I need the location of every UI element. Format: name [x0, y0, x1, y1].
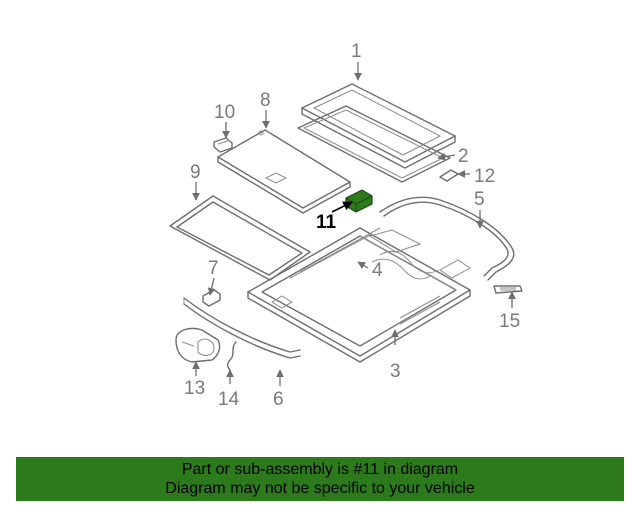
callout-13: 13 [184, 378, 205, 399]
parts-diagram: 1 2 3 4 5 6 7 8 9 10 11 12 13 14 15 [169, 41, 523, 410]
part-7-bracket [202, 289, 221, 307]
callout-5: 5 [474, 189, 485, 210]
callout-9: 9 [190, 162, 201, 183]
callout-7: 7 [208, 258, 219, 279]
part-12-pad [439, 169, 459, 182]
part-15-end-piece [493, 285, 523, 294]
part-11-highlighted-module [345, 189, 373, 213]
callout-11: 11 [316, 212, 337, 233]
callout-15: 15 [499, 311, 520, 332]
part-9-weatherstrip [169, 195, 311, 281]
callout-14: 14 [218, 389, 240, 410]
callout-8: 8 [260, 90, 271, 111]
part-14-cable [227, 341, 237, 371]
callout-10: 10 [214, 102, 235, 123]
callout-6: 6 [273, 389, 284, 410]
part-13-motor [175, 327, 221, 363]
part-info-banner: Part or sub-assembly is #11 in diagram D… [16, 457, 624, 501]
callout-3: 3 [390, 361, 401, 382]
part-6-drain-trough [183, 297, 301, 359]
part-8-sunshade [217, 129, 351, 214]
callout-4: 4 [372, 260, 383, 281]
callout-1: 1 [351, 41, 362, 62]
callout-12: 12 [474, 166, 495, 187]
callout-2: 2 [458, 146, 469, 167]
banner-line-part-number: Part or sub-assembly is #11 in diagram [181, 461, 459, 478]
part-5-side-rail [379, 196, 515, 281]
banner-line-disclaimer: Diagram may not be specific to your vehi… [165, 480, 475, 497]
part-3-frame [247, 227, 471, 363]
